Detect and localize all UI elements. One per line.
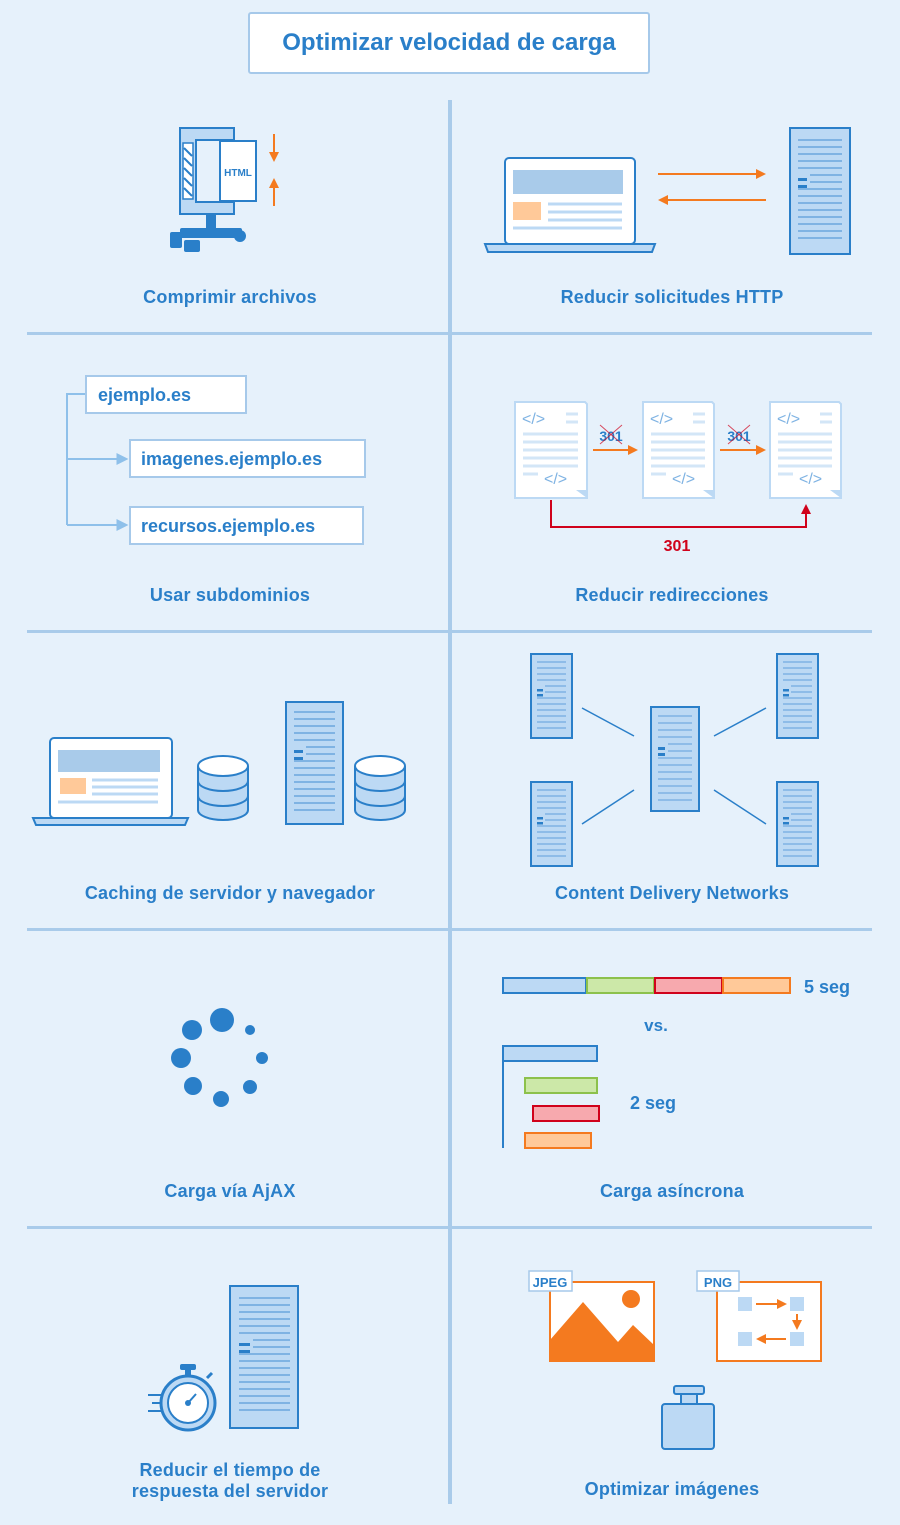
seq-bar-3 (654, 977, 723, 994)
laptop-icon (31, 737, 190, 826)
caption-compress: Comprimir archivos (143, 287, 317, 307)
jpeg-label: JPEG (533, 1275, 568, 1290)
server-icon (285, 701, 344, 825)
caption-async: Carga asíncrona (599, 1181, 745, 1201)
vertical-divider (448, 100, 452, 1504)
database-icon-1 (197, 755, 249, 821)
svg-text:</>: </> (522, 411, 545, 428)
caching-illustration (31, 701, 406, 826)
domain-images: imagenes.ejemplo.es (141, 449, 322, 469)
seq-bar-4 (722, 977, 791, 994)
doc-icon-3: </> </> (769, 401, 842, 499)
caption-ajax: Carga vía AjAX (164, 1181, 296, 1201)
server-response-illustration (148, 1285, 299, 1432)
page-title: Optimizar velocidad de carga (282, 29, 616, 56)
row-divider-3 (27, 928, 872, 931)
caption-subdomains: Usar subdominios (149, 585, 311, 605)
domain-resources: recursos.ejemplo.es (141, 516, 315, 536)
svg-text:</>: </> (650, 411, 673, 428)
subdomain-tree: ejemplo.es imagenes.ejemplo.es recursos.… (66, 375, 366, 545)
domain-main: ejemplo.es (98, 385, 191, 405)
caption-server-time: Reducir el tiempo de respuesta del servi… (30, 1460, 430, 1502)
row-divider-1 (27, 332, 872, 335)
svg-text:</>: </> (672, 471, 695, 488)
row-divider-2 (27, 630, 872, 633)
svg-text:</>: </> (799, 471, 822, 488)
caption-cdn: Content Delivery Networks (554, 883, 790, 903)
seq-bar-2 (586, 977, 655, 994)
par-bar-1 (502, 1045, 598, 1062)
database-icon-2 (354, 755, 406, 821)
caption-server-time-line1: Reducir el tiempo de (139, 1460, 321, 1480)
redirect-chain: </> </> </> </> </> </ (514, 401, 842, 555)
par-bar-4 (524, 1132, 592, 1149)
vs-label: vs. (644, 1016, 668, 1035)
png-image-icon: PNG (696, 1270, 822, 1362)
server-icon (789, 127, 851, 255)
clamp-icon: HTML (170, 127, 279, 252)
svg-text:</>: </> (777, 411, 800, 428)
caption-images: Optimizar imágenes (584, 1479, 760, 1499)
direct-redirect-code: 301 (664, 538, 691, 555)
laptop-icon (483, 157, 657, 253)
row-divider-4 (27, 1226, 872, 1229)
par-bar-2 (524, 1077, 598, 1094)
html-file-label: HTML (224, 168, 252, 179)
doc-icon-1: </> </> (514, 401, 588, 499)
caption-redirects: Reducir redirecciones (575, 585, 769, 605)
png-label: PNG (704, 1275, 732, 1290)
image-formats-illustration: JPEG PNG (528, 1270, 822, 1450)
caption-server-time-line2: respuesta del servidor (131, 1481, 329, 1501)
stopwatch-icon (148, 1364, 217, 1432)
weight-icon (661, 1385, 715, 1450)
cdn-origin-server (650, 706, 700, 812)
svg-text:</>: </> (544, 471, 567, 488)
doc-icon-2: </> </> (642, 401, 715, 499)
cdn-node-top-right (776, 653, 819, 739)
jpeg-image-icon: JPEG (528, 1270, 655, 1362)
server-icon (229, 1285, 299, 1429)
parallel-time-label: 2 seg (630, 1093, 676, 1113)
caption-caching: Caching de servidor y navegador (84, 883, 376, 903)
caption-http: Reducir solicitudes HTTP (560, 287, 784, 307)
title-box: Optimizar velocidad de carga (248, 12, 650, 74)
cdn-network (530, 653, 819, 867)
sequential-time-label: 5 seg (804, 977, 850, 997)
cdn-node-bottom-left (530, 781, 573, 867)
par-bar-3 (532, 1105, 600, 1122)
seq-bar-1 (502, 977, 587, 994)
async-loading-chart: 5 seg vs. 2 seg (502, 977, 850, 1149)
loading-spinner-icon (171, 1008, 268, 1107)
cdn-node-bottom-right (776, 781, 819, 867)
